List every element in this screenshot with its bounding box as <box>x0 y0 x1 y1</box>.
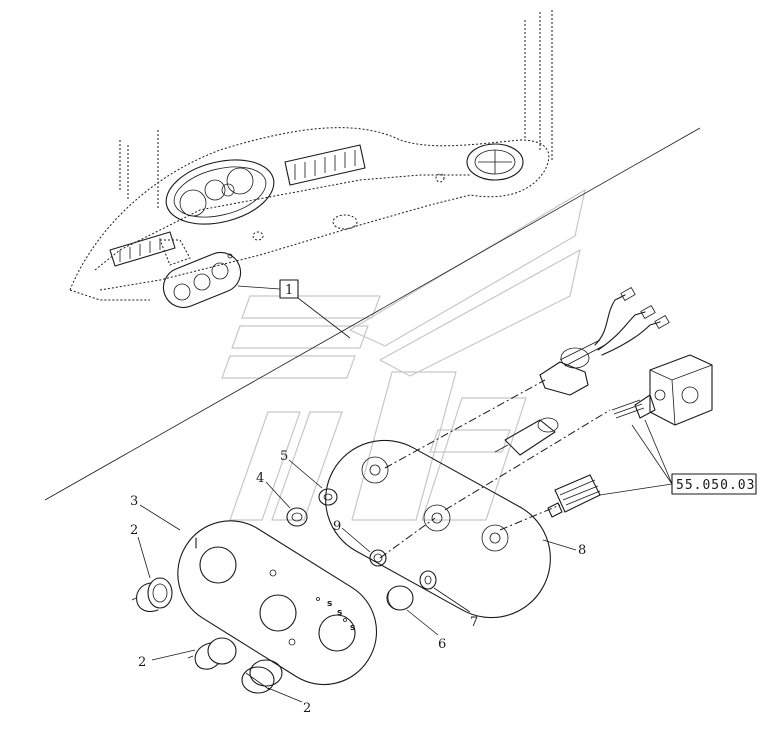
callout-2-lower: 2 <box>267 687 311 716</box>
knob-lower <box>241 659 283 694</box>
callout-8: 8 <box>542 539 586 558</box>
callout-5-text: 5 <box>280 449 288 464</box>
dashboard-outline <box>69 10 553 301</box>
washer-4 <box>286 507 308 527</box>
callout-7: 7 <box>433 587 478 630</box>
callout-2-upper-text: 2 <box>130 523 138 538</box>
callout-1: 1 <box>237 279 351 339</box>
reference-label: 55.050.03 <box>676 478 755 493</box>
callout-6: 6 <box>406 609 446 652</box>
axis-line-middle <box>444 409 611 511</box>
reference-callout: 55.050.03 <box>599 419 757 496</box>
instrument-cluster <box>165 159 275 225</box>
washer-5 <box>318 488 338 506</box>
small-control-panel <box>162 251 242 309</box>
washer-7 <box>419 570 437 590</box>
front-panel-cover-3: s s s <box>177 520 378 686</box>
nut-6 <box>386 585 414 611</box>
callout-1-text: 1 <box>285 283 293 298</box>
callout-3: 3 <box>130 494 181 531</box>
switch-body-middle <box>494 417 559 456</box>
switch-bank-left <box>109 231 176 267</box>
callout-9-text: 9 <box>333 519 341 534</box>
switch-body-upper <box>539 339 606 396</box>
section-divider-line <box>44 127 701 501</box>
switch-body-lower <box>547 474 601 518</box>
callout-2-middle: 2 <box>138 649 196 670</box>
switch-bank-right <box>284 144 366 186</box>
callout-2-upper: 2 <box>130 523 151 579</box>
callout-8-text: 8 <box>578 543 586 558</box>
axis-line-upper <box>384 379 546 469</box>
rotary-switch-assembly <box>611 354 713 426</box>
backing-plate-8 <box>325 439 551 619</box>
callout-4-text: 4 <box>256 471 264 486</box>
knob-upper <box>131 577 173 613</box>
wire-harness <box>594 286 670 356</box>
knob-middle <box>187 637 237 670</box>
callout-2-lower-text: 2 <box>303 701 311 716</box>
axis-line-lower <box>499 504 561 531</box>
panel-symbol-3: s <box>350 623 355 633</box>
callout-6-text: 6 <box>438 637 446 652</box>
nut-9 <box>369 549 387 567</box>
callout-7-text: 7 <box>470 615 478 630</box>
callout-4: 4 <box>256 471 291 509</box>
callout-2-middle-text: 2 <box>138 655 146 670</box>
callout-5: 5 <box>280 449 323 489</box>
callout-3-text: 3 <box>130 494 138 509</box>
callout-9: 9 <box>333 519 371 553</box>
panel-symbol-1: s <box>327 599 332 609</box>
dashboard-dial-right <box>466 143 524 181</box>
panel-symbol-2: s <box>337 608 342 618</box>
axis-line-front <box>379 517 436 559</box>
watermark-logo <box>221 188 586 521</box>
